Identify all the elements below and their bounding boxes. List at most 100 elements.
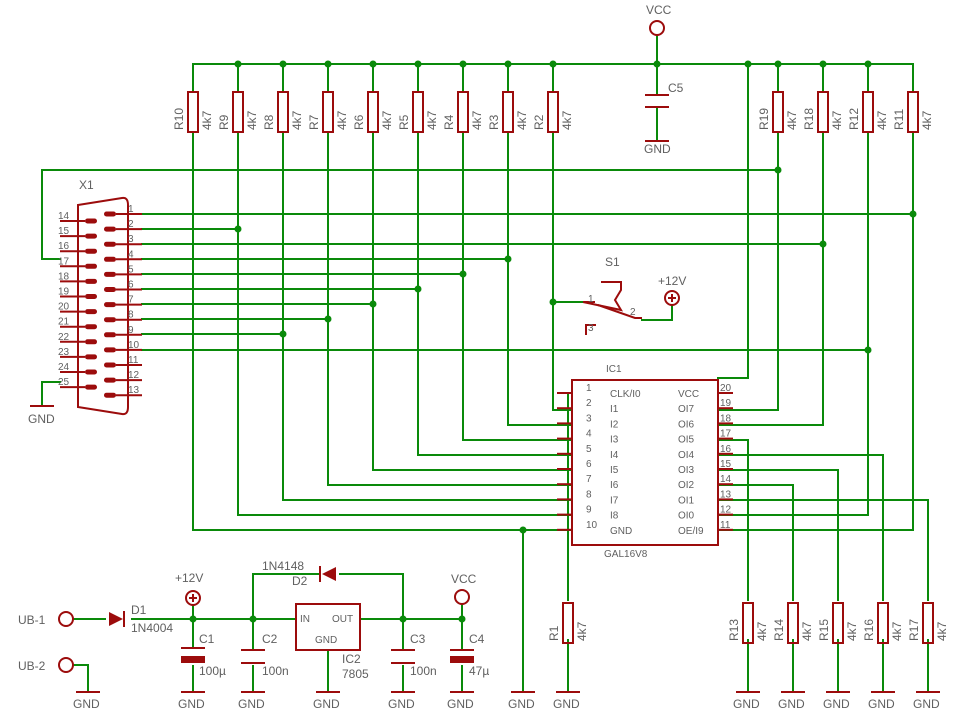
connector-pin-number: 4 bbox=[128, 249, 134, 260]
connector-pin-number: 16 bbox=[58, 241, 70, 252]
resistor-value: 4k7 bbox=[800, 621, 814, 641]
ic1-pin-number: 15 bbox=[720, 459, 732, 470]
connector-pin bbox=[104, 302, 116, 308]
svg-text:100n: 100n bbox=[410, 664, 437, 678]
ic1-pin-label: I4 bbox=[610, 450, 619, 461]
connector-pin bbox=[85, 294, 97, 299]
connector-pin-number: 13 bbox=[128, 385, 140, 396]
connector-pin-number: 15 bbox=[58, 226, 70, 237]
svg-text:100µ: 100µ bbox=[199, 664, 226, 678]
ic1-pin-label: OI6 bbox=[678, 419, 695, 430]
svg-text:+12V: +12V bbox=[658, 274, 686, 288]
svg-text:GAL16V8: GAL16V8 bbox=[604, 549, 648, 560]
connector-pin bbox=[104, 241, 116, 247]
ic1-pin-number: 17 bbox=[720, 429, 732, 440]
ic1-pin-number: 12 bbox=[720, 505, 732, 516]
resistor-name: R1 bbox=[547, 625, 561, 641]
resistor-value: 4k7 bbox=[335, 110, 349, 130]
svg-text:IC2: IC2 bbox=[342, 652, 361, 666]
gnd-label: GND bbox=[388, 697, 415, 711]
ic1-pin-label: VCC bbox=[678, 389, 699, 400]
ic1-pin-number: 13 bbox=[720, 489, 732, 500]
connector-pin bbox=[104, 226, 116, 232]
gnd-label: GND bbox=[823, 697, 850, 711]
connector-pin bbox=[104, 256, 116, 262]
resistor-value: 4k7 bbox=[890, 621, 904, 641]
ic1-pin-number: 16 bbox=[720, 444, 732, 455]
gnd-label: GND bbox=[868, 697, 895, 711]
wires bbox=[41, 34, 929, 693]
ic1-pin-label: I1 bbox=[610, 404, 619, 415]
resistor-r16: R16 4k7 bbox=[862, 602, 904, 644]
resistor-value: 4k7 bbox=[380, 110, 394, 130]
vcc-symbol-top: VCC bbox=[646, 3, 672, 36]
connector-pin-number: 21 bbox=[58, 317, 70, 328]
connector-pin-number: 17 bbox=[58, 256, 70, 267]
gnd-label: GND bbox=[73, 697, 100, 711]
resistor-name: R3 bbox=[487, 114, 501, 130]
ic1-pin-label: OI7 bbox=[678, 404, 695, 415]
resistor-value: 4k7 bbox=[200, 110, 214, 130]
connector-pin-number: 1 bbox=[128, 204, 134, 215]
svg-text:IC1: IC1 bbox=[606, 364, 622, 375]
svg-text:VCC: VCC bbox=[646, 3, 672, 17]
svg-text:OUT: OUT bbox=[332, 614, 353, 625]
connector-pin bbox=[85, 384, 97, 390]
connector-pin bbox=[104, 362, 116, 368]
connector-pin-number: 20 bbox=[58, 302, 70, 313]
resistor-name: R10 bbox=[172, 108, 186, 130]
ic1-pin-label: OI0 bbox=[678, 511, 695, 522]
svg-text:IN: IN bbox=[300, 614, 310, 625]
connector-pin-number: 5 bbox=[128, 264, 134, 275]
gnd-label: GND bbox=[778, 697, 805, 711]
ic1-pin-number: 5 bbox=[586, 444, 592, 455]
resistor-name: R6 bbox=[352, 114, 366, 130]
connector-pin-number: 8 bbox=[128, 310, 134, 321]
svg-text:VCC: VCC bbox=[451, 572, 477, 586]
svg-text:+12V: +12V bbox=[175, 571, 203, 585]
connector-pin bbox=[85, 369, 97, 375]
connector-pin-number: 12 bbox=[128, 370, 140, 381]
svg-text:C1: C1 bbox=[199, 632, 215, 646]
ic1-pin-number: 7 bbox=[586, 474, 592, 485]
svg-text:UB-2: UB-2 bbox=[18, 659, 46, 673]
connector-pin-number: 25 bbox=[58, 377, 70, 388]
ic1-pin-number: 10 bbox=[586, 520, 598, 531]
ic1-pin-label: OI3 bbox=[678, 465, 695, 476]
svg-text:S1: S1 bbox=[605, 255, 620, 269]
svg-text:C2: C2 bbox=[262, 632, 278, 646]
resistor-name: R4 bbox=[442, 114, 456, 130]
svg-text:100n: 100n bbox=[262, 664, 289, 678]
ic1-pin-number: 4 bbox=[586, 429, 592, 440]
svg-text:D1: D1 bbox=[131, 603, 147, 617]
svg-text:D2: D2 bbox=[292, 574, 308, 588]
svg-text:C5: C5 bbox=[668, 81, 684, 95]
gnd-label: GND bbox=[913, 697, 940, 711]
svg-text:C4: C4 bbox=[469, 632, 485, 646]
ic1-pin-label: I2 bbox=[610, 419, 619, 430]
ic1-pins: 1CLK/I02I13I24I35I46I57I68I79I810GND20VC… bbox=[557, 383, 733, 537]
ic1-pin-label: I6 bbox=[610, 480, 619, 491]
resistor-value: 4k7 bbox=[425, 110, 439, 130]
connector-pin bbox=[85, 339, 97, 345]
resistor-name: R16 bbox=[862, 619, 876, 641]
resistor-name: R2 bbox=[532, 114, 546, 130]
connector-pin bbox=[85, 324, 97, 330]
resistor-value: 4k7 bbox=[290, 110, 304, 130]
connector-pin-number: 19 bbox=[58, 287, 70, 298]
svg-text:2: 2 bbox=[630, 307, 636, 318]
ic1-pin-label: GND bbox=[610, 526, 632, 537]
connector-pin bbox=[104, 332, 116, 338]
resistor-name: R14 bbox=[772, 619, 786, 641]
gnd-label: GND bbox=[508, 697, 535, 711]
ic1-pin-label: OI1 bbox=[678, 495, 695, 506]
resistor-value: 4k7 bbox=[755, 621, 769, 641]
gnd-label: GND bbox=[238, 697, 265, 711]
